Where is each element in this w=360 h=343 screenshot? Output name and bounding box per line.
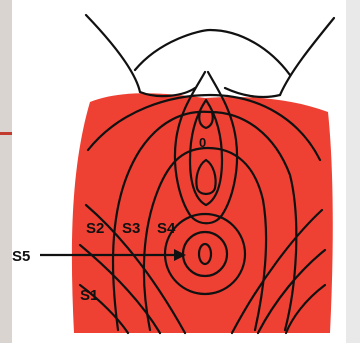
label-s3: S3	[122, 220, 140, 237]
outline-right-thigh	[280, 18, 334, 95]
outline-inner-right	[225, 88, 280, 97]
label-s2: S2	[86, 220, 104, 237]
label-center: 0	[199, 135, 206, 150]
label-s5: S5	[12, 248, 30, 265]
outline-inner-left	[140, 88, 195, 96]
outline-left-thigh	[86, 15, 140, 92]
outline-upper-arc	[135, 30, 290, 75]
label-s1: S1	[80, 287, 98, 304]
label-s4: S4	[157, 220, 176, 237]
